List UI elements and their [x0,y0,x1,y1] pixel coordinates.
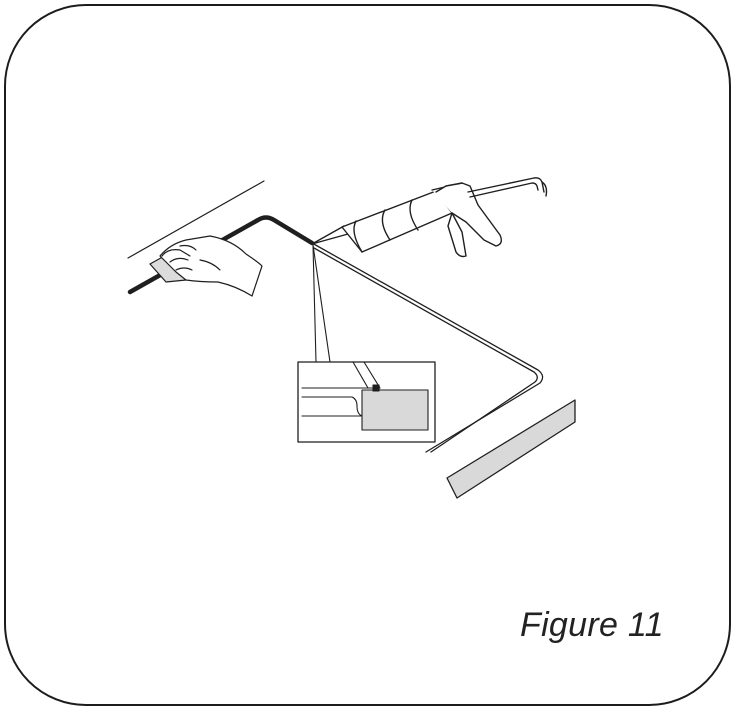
countertop-edge [446,399,576,499]
figure-caption: Figure 11 [520,606,664,644]
zoom-leader-lines [312,244,331,363]
detail-panel-fill [361,389,429,431]
sealed-bead [127,215,315,295]
seam-lines [311,242,544,453]
caulking-gun-icon [311,177,548,258]
figure-frame [4,4,731,706]
detail-inset-content [301,361,429,431]
counter-edge-line [127,180,265,259]
hand-icon [159,235,263,297]
detail-bead-dot [372,384,380,392]
